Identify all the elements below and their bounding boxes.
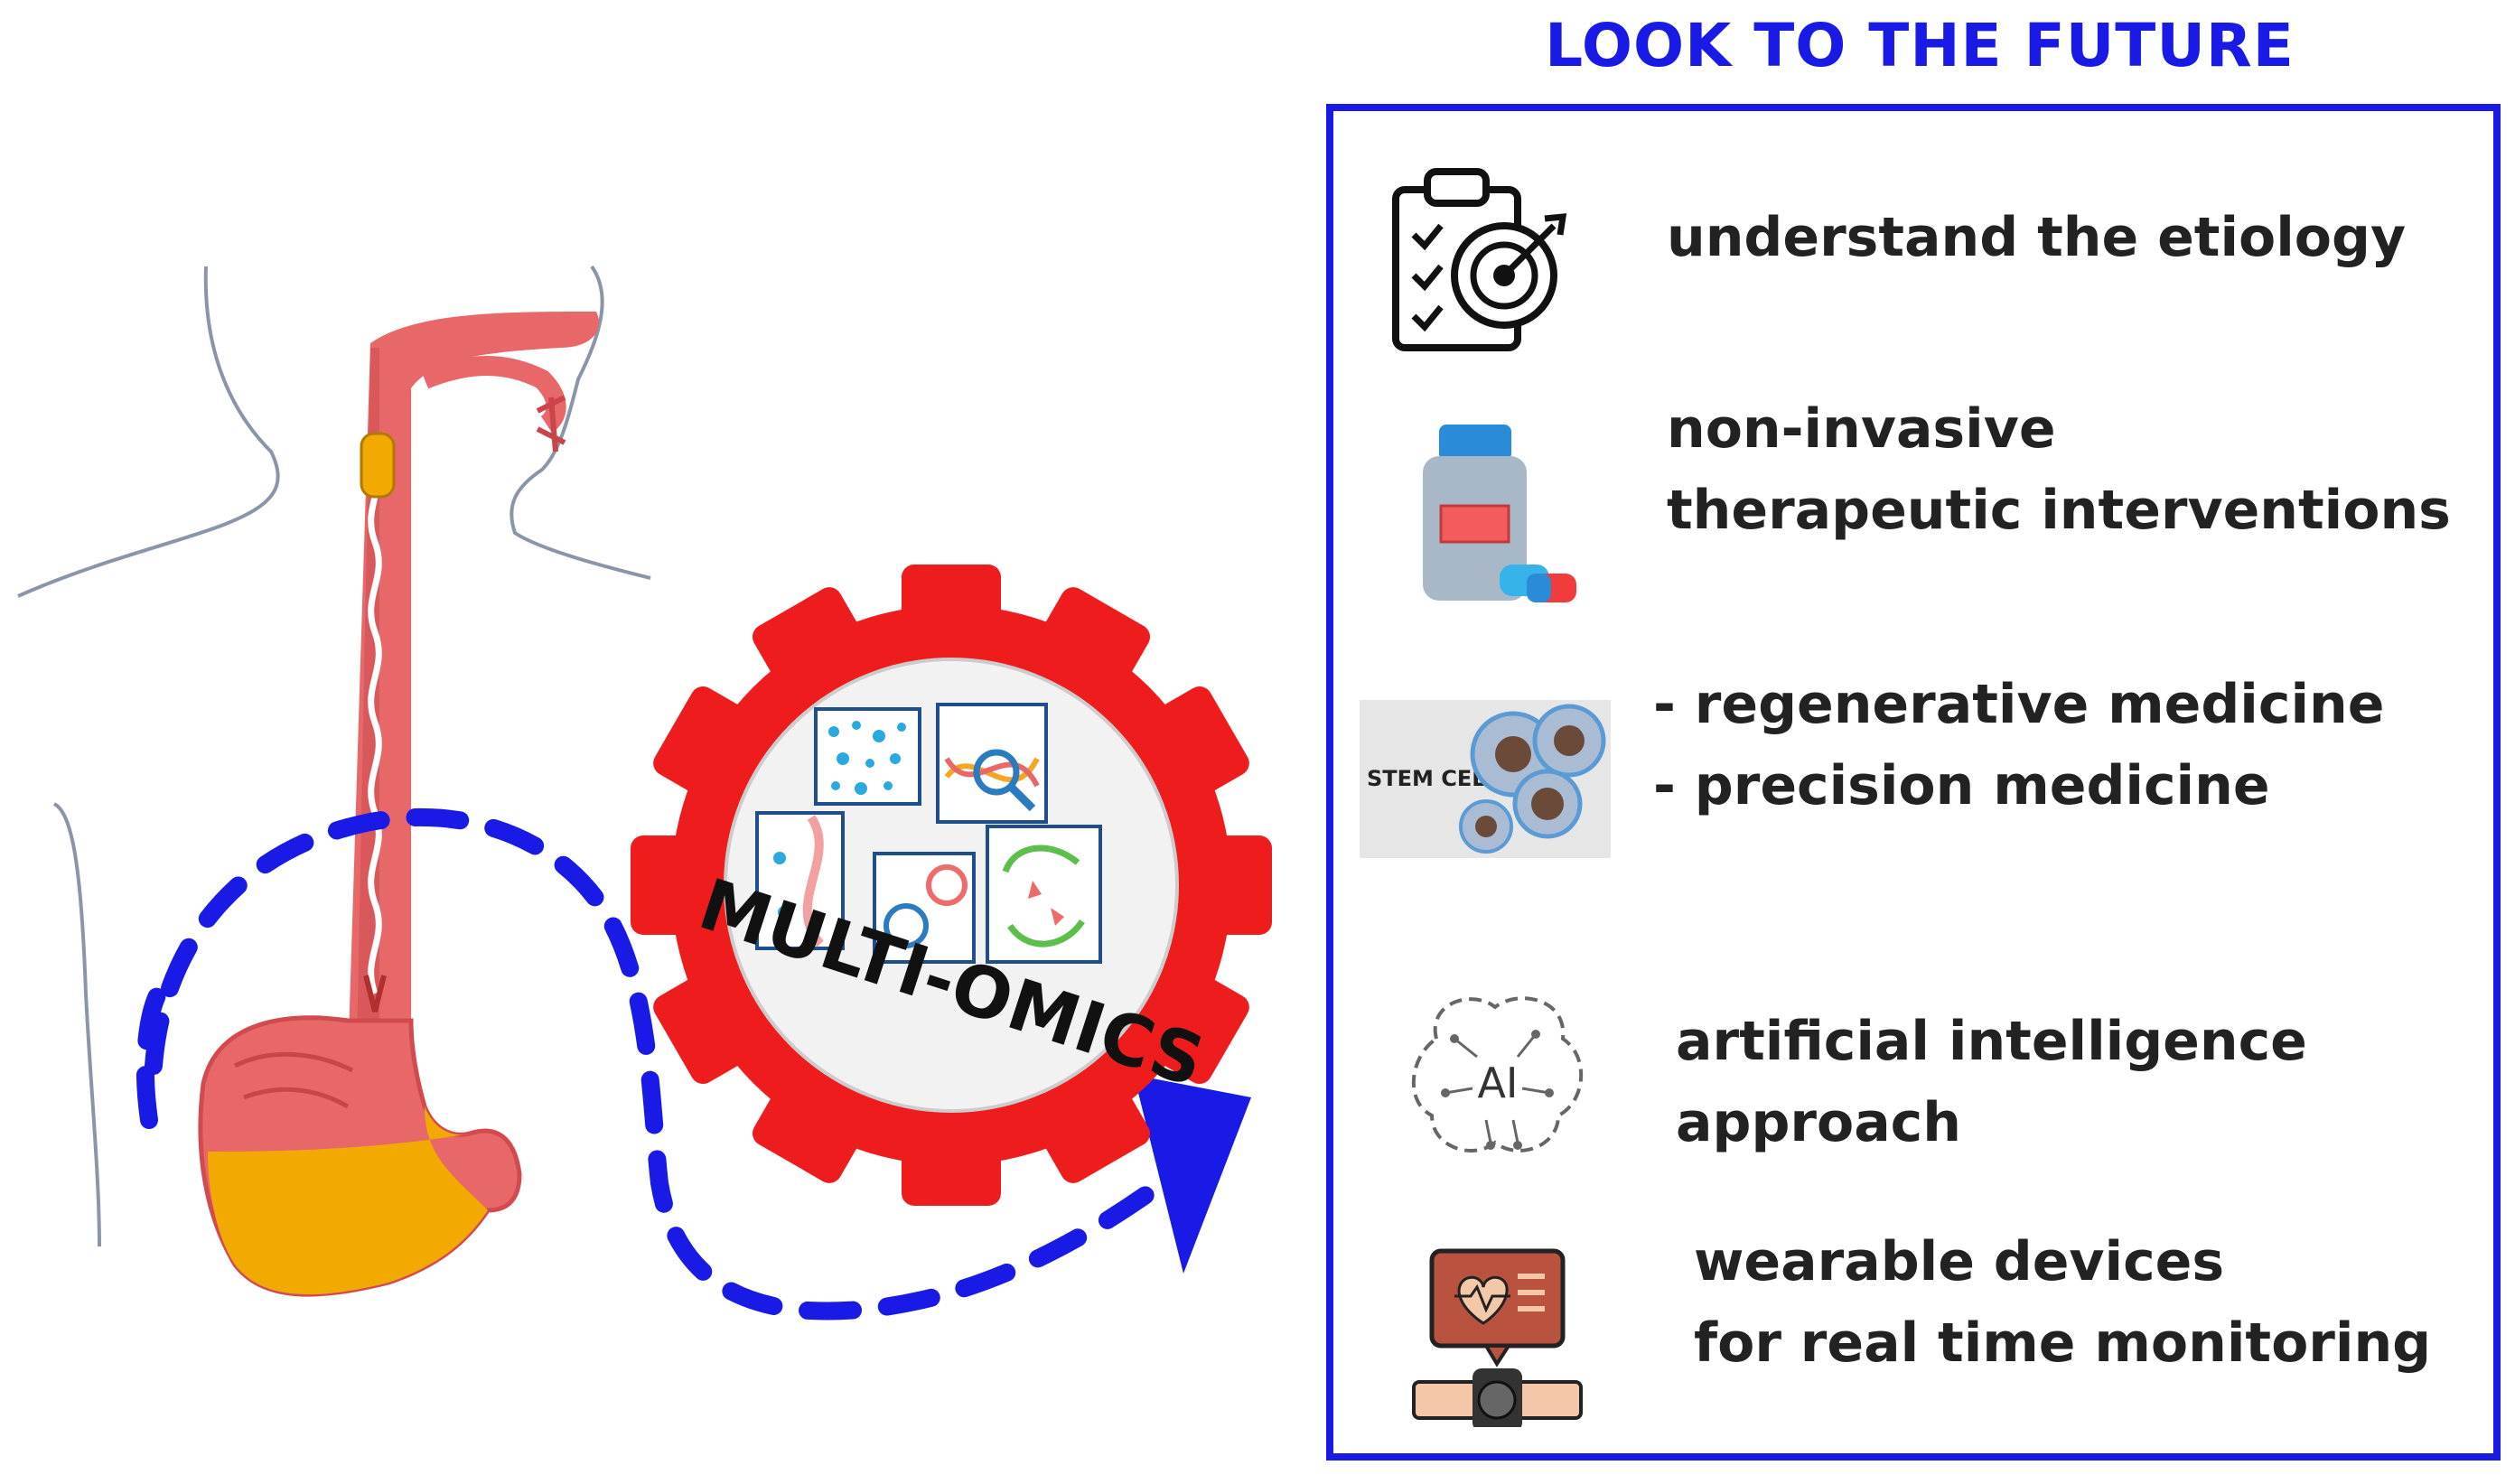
stem-cells-icon: STEM CELLS [1360,700,1611,858]
esophagus [348,343,411,1066]
future-item-ai: artificial intelligence approach [1676,1010,2307,1154]
ai-label: AI [1477,1059,1518,1107]
future-item-etiology: understand the etiology [1667,206,2407,269]
stomach [198,1015,522,1297]
clipboard-target-icon [1392,168,1567,351]
ai-brain-icon: AI [1411,996,1584,1153]
head-outline [17,265,651,1247]
left-illustration: MULTI-OMICS [17,265,1272,1321]
omics-thumbnail-strand [755,811,845,950]
figure-title: LOOK TO THE FUTURE [1545,11,2295,80]
multi-omics-gear: MULTI-OMICS [631,565,1272,1206]
omics-thumbnail-cells [873,852,976,964]
mouth-pharynx [370,312,600,453]
cycle-dashed-arrow [136,807,1183,1321]
omics-thumbnail-dna-search [936,703,1048,824]
arrow-head [1134,1075,1251,1274]
future-item-wearable: wearable devices for real time monitorin… [1694,1230,2432,1375]
omics-thumbnail-dots [814,707,921,806]
wearable-device-icon [1412,1248,1583,1427]
omics-thumbnail-microbes [986,825,1102,964]
medicine-bottle-icon [1423,425,1576,602]
future-item-noninvasive: non-invasive therapeutic interventions [1667,397,2451,542]
future-item-medicine: - regenerative medicine - precision medi… [1653,673,2385,817]
